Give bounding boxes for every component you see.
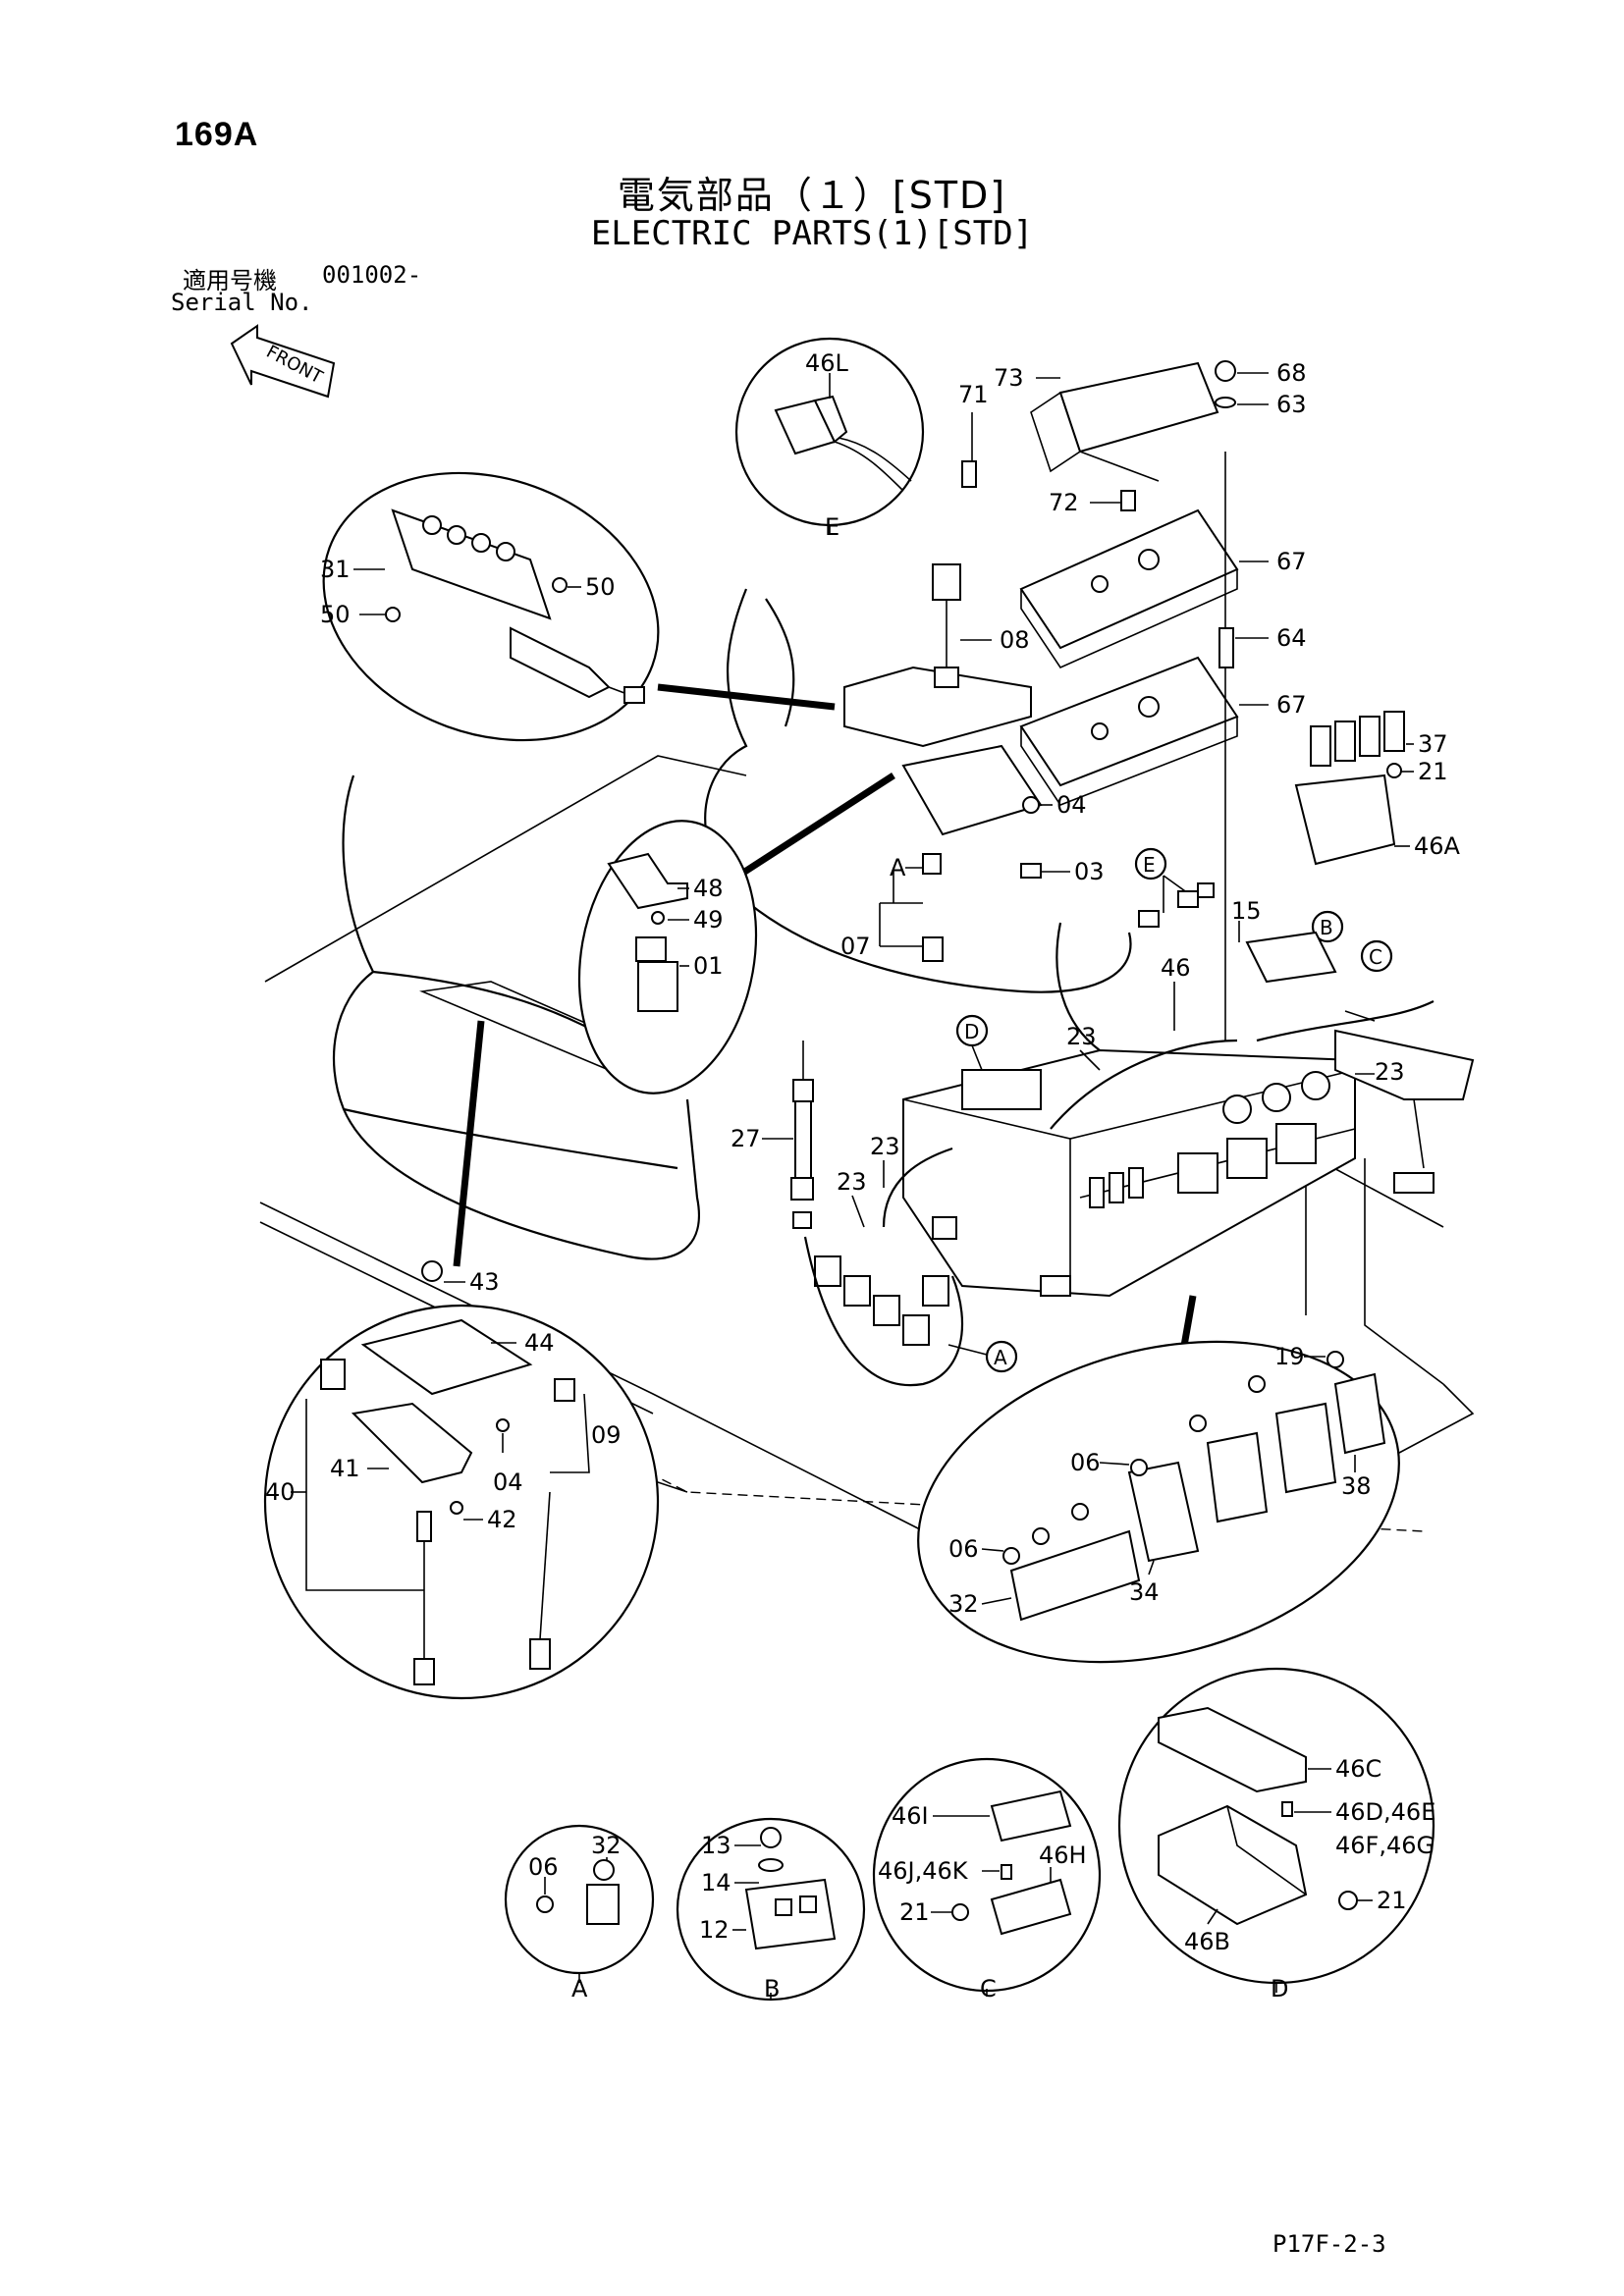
callout-32-relay: 32 — [948, 1590, 979, 1618]
callout-46: 46 — [1161, 954, 1191, 982]
callout-63: 63 — [1276, 391, 1307, 418]
callout-04-seat: 04 — [493, 1468, 523, 1496]
callout-19: 19 — [1274, 1343, 1305, 1370]
callout-68: 68 — [1276, 359, 1307, 387]
title-japanese: 電気部品（１）[STD] — [617, 174, 1007, 217]
callout-14: 14 — [701, 1869, 731, 1896]
figure-code: P17F-2-3 — [1272, 2230, 1386, 2258]
detail-label-e-top: E — [825, 513, 839, 541]
title-english: ELECTRIC PARTS(1)[STD] — [590, 214, 1034, 253]
callout-46B: 46B — [1184, 1928, 1230, 1955]
callout-06-right: 06 — [1070, 1449, 1101, 1476]
callout-46L: 46L — [805, 349, 849, 377]
callout-46I: 46I — [892, 1802, 929, 1830]
callout-49: 49 — [693, 906, 724, 934]
callout-01: 01 — [693, 952, 724, 980]
detail-circle-e: 46L E — [734, 337, 925, 541]
callout-07: 07 — [840, 933, 871, 960]
callout-48: 48 — [693, 875, 724, 902]
callout-46F-46G: 46F,46G — [1335, 1832, 1435, 1859]
callout-03: 03 — [1074, 858, 1105, 885]
detail-circle-b — [676, 1817, 866, 2002]
callout-37: 37 — [1418, 730, 1448, 758]
serial-label-japanese: 適用号機 — [183, 267, 277, 294]
front-arrow-icon: FRONT — [230, 324, 336, 399]
callout-67-upper: 67 — [1276, 548, 1307, 575]
callout-08: 08 — [1000, 626, 1030, 654]
detail-circle-d — [1117, 1667, 1435, 1985]
callout-42: 42 — [487, 1506, 517, 1533]
callout-46H: 46H — [1039, 1842, 1087, 1869]
detail-label-a: A — [571, 1975, 588, 2002]
callout-15: 15 — [1231, 897, 1262, 925]
electrical-box-assembly — [790, 922, 1475, 1387]
marker-b: B — [1320, 916, 1333, 939]
callout-21-d: 21 — [1377, 1887, 1407, 1914]
detail-label-d: D — [1271, 1975, 1288, 2002]
callout-40: 40 — [265, 1478, 296, 1506]
marker-d: D — [964, 1020, 979, 1043]
controller-units — [961, 360, 1239, 1041]
fuse-box — [1294, 711, 1405, 866]
callout-41: 41 — [330, 1455, 360, 1482]
callout-09: 09 — [591, 1421, 622, 1449]
marker-a: A — [994, 1346, 1007, 1369]
callout-71: 71 — [958, 381, 989, 408]
callout-21-fusebox: 21 — [1418, 758, 1448, 785]
callout-23-mid: 23 — [870, 1133, 900, 1160]
part-callouts: 73 71 72 68 63 67 64 67 37 21 46A 31 50 … — [265, 359, 1461, 2002]
detail-circle-a — [504, 1824, 655, 1983]
serial-label-english: Serial No. — [171, 289, 313, 316]
callout-73: 73 — [994, 364, 1024, 392]
callout-44: 44 — [524, 1329, 555, 1357]
callout-12: 12 — [699, 1916, 730, 1944]
callout-64: 64 — [1276, 624, 1307, 652]
callout-72: 72 — [1049, 489, 1079, 516]
detail-label-b: B — [764, 1975, 780, 2002]
serial-number-value: 001002- — [322, 261, 422, 289]
callout-23-right: 23 — [1375, 1058, 1405, 1086]
detail-label-c: C — [980, 1975, 997, 2002]
callout-46A: 46A — [1414, 832, 1461, 860]
callout-13: 13 — [701, 1832, 731, 1859]
callout-38: 38 — [1341, 1472, 1372, 1500]
detail-circle-seat-switch — [263, 1260, 660, 1700]
callout-43: 43 — [469, 1268, 500, 1296]
callout-23-top: 23 — [1066, 1023, 1097, 1050]
callout-31: 31 — [320, 556, 351, 583]
callout-a-ref: A — [890, 854, 906, 881]
detail-circle-relays — [917, 1340, 1400, 1664]
callout-06-a: 06 — [528, 1853, 559, 1881]
callout-06-left: 06 — [948, 1535, 979, 1563]
detail-circle-c — [872, 1757, 1102, 1993]
callout-32-a: 32 — [591, 1832, 622, 1859]
callout-04-panel: 04 — [1056, 791, 1087, 819]
callout-34: 34 — [1129, 1578, 1160, 1606]
callout-21-c: 21 — [899, 1898, 930, 1926]
callout-46C: 46C — [1335, 1755, 1381, 1783]
marker-c: C — [1369, 945, 1382, 969]
detail-circle-key-switch — [577, 820, 758, 1095]
switch-panel — [843, 563, 1043, 962]
callout-46D-46E: 46D,46E — [1335, 1798, 1435, 1826]
detail-circle-console-switches — [322, 471, 660, 742]
callout-23-left: 23 — [837, 1168, 867, 1196]
callout-50-left: 50 — [320, 601, 351, 628]
callout-50-right: 50 — [585, 573, 616, 601]
callout-67-lower: 67 — [1276, 691, 1307, 719]
callout-27: 27 — [731, 1125, 761, 1152]
marker-e: E — [1143, 853, 1156, 877]
callout-46J-46K: 46J,46K — [878, 1857, 969, 1885]
page-number: 169A — [175, 116, 259, 153]
